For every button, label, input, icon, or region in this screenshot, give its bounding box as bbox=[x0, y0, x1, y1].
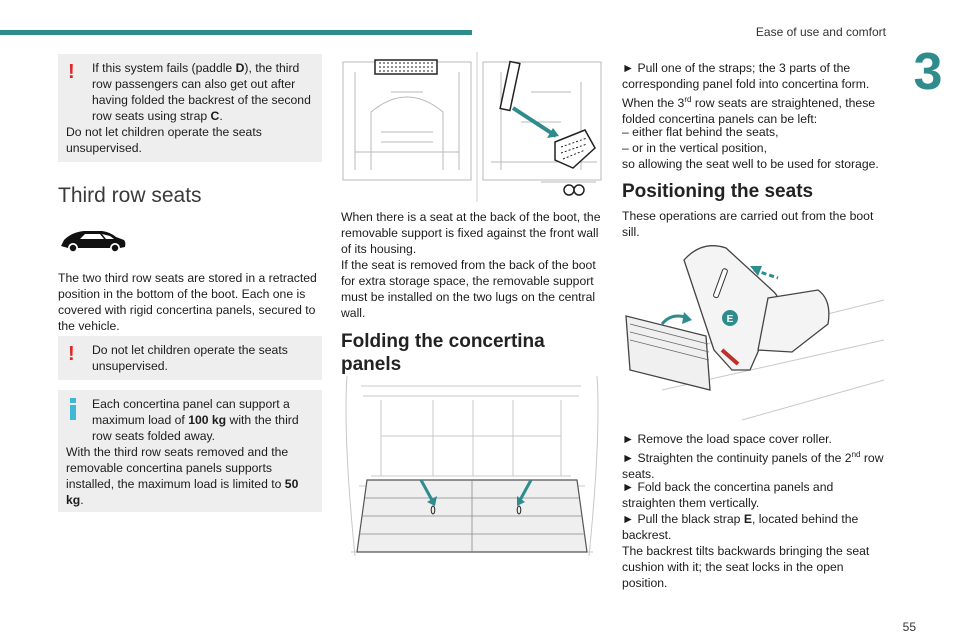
info-i-icon bbox=[68, 398, 82, 420]
removable-support-illustration bbox=[341, 52, 603, 202]
chapter-number: 3 bbox=[913, 43, 943, 101]
car-silhouette-icon bbox=[61, 231, 126, 253]
boot-sill-note: These operations are carried out from th… bbox=[622, 209, 874, 239]
step-remove-roller: ► Remove the load space cover roller. bbox=[622, 432, 832, 446]
header-rule bbox=[0, 30, 472, 35]
warning-1-text: If this system fails (paddle D), the thi… bbox=[92, 61, 311, 123]
step-pull-black-strap: ► Pull the black strap E, located behind… bbox=[622, 512, 859, 542]
support-paragraph-2: If the seat is removed from the back of … bbox=[341, 258, 596, 320]
warning-exclamation-icon: ! bbox=[68, 61, 75, 83]
section-title: Ease of use and comfort bbox=[755, 25, 886, 39]
storage-note: so allowing the seat well to be used for… bbox=[622, 157, 879, 171]
support-paragraph-1: When there is a seat at the back of the … bbox=[341, 210, 601, 256]
label-e: E bbox=[727, 314, 734, 325]
heading-positioning-seats: Positioning the seats bbox=[622, 181, 814, 202]
intro-paragraph: The two third row seats are stored in a … bbox=[58, 271, 317, 333]
step-fold-back: ► Fold back the concertina panels and st… bbox=[622, 480, 834, 510]
warning-2-text: Do not let children operate the seats un… bbox=[92, 343, 288, 373]
warning-1-children: Do not let children operate the seats un… bbox=[66, 125, 262, 155]
step-pull-strap: ► Pull one of the straps; the 3 parts of… bbox=[622, 61, 870, 91]
warning-box-2: ! Do not let children operate the seats … bbox=[58, 336, 322, 380]
info-text-1: Each concertina panel can support a maxi… bbox=[92, 397, 299, 443]
result-paragraph: The backrest tilts backwards bringing th… bbox=[622, 544, 870, 590]
warning-box-1: ! If this system fails (paddle D), the t… bbox=[58, 54, 322, 162]
straightened-paragraph: When the 3rd row seats are straightened,… bbox=[622, 95, 876, 127]
page-number: 55 bbox=[902, 620, 916, 634]
heading-folding-concertina: Folding the concertina panels bbox=[341, 331, 545, 375]
warning-exclamation-icon: ! bbox=[68, 343, 75, 365]
heading-third-row-seats: Third row seats bbox=[58, 184, 202, 207]
concertina-panels-illustration bbox=[341, 376, 603, 566]
info-text-2: With the third row seats removed and the… bbox=[66, 445, 299, 507]
seat-positioning-illustration: E bbox=[622, 240, 888, 425]
info-box: Each concertina panel can support a maxi… bbox=[58, 390, 322, 512]
step-straighten-panels: ► Straighten the continuity panels of th… bbox=[622, 450, 884, 482]
option-flat: – either flat behind the seats, bbox=[622, 125, 779, 139]
option-vertical: – or in the vertical position, bbox=[622, 141, 767, 155]
